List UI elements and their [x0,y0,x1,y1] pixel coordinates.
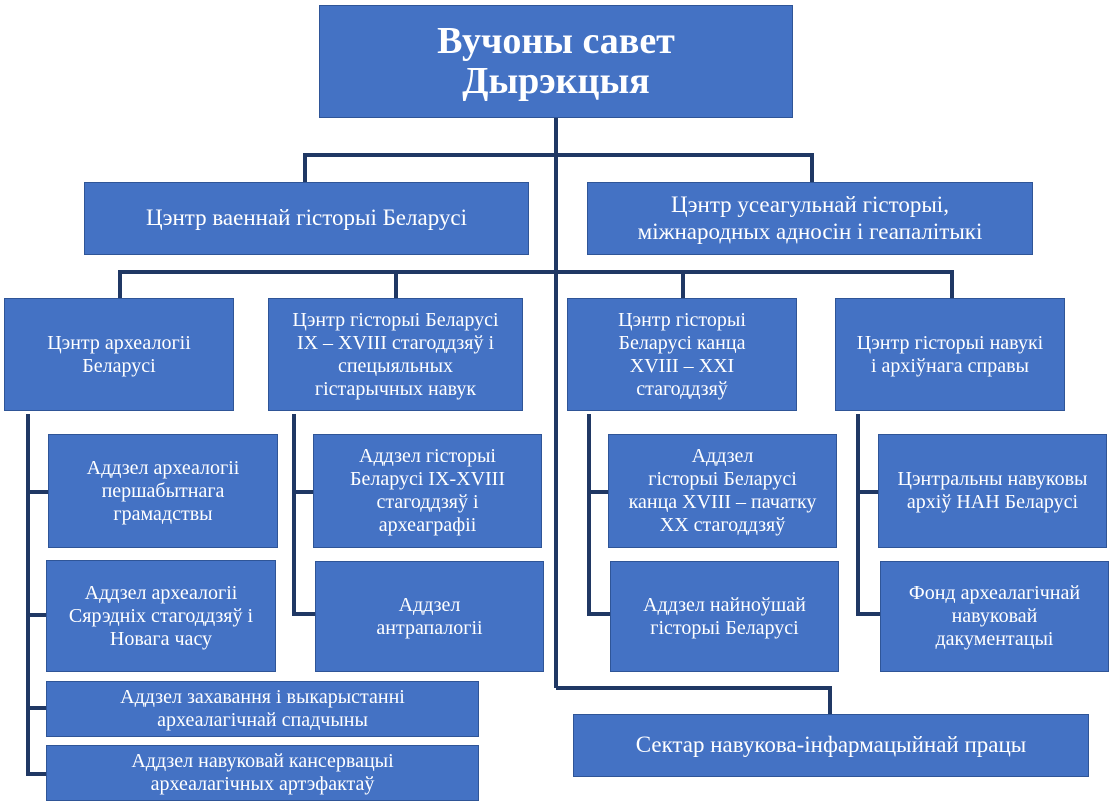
dept-modern-history: Аддзел найноўшай гісторыі Беларусі [610,561,839,672]
center-science-history: Цэнтр гісторыі навукі і архіўнага справы [835,298,1065,411]
dept-heritage-preservation: Аддзел захавання і выкарыстанні археалаг… [46,681,479,737]
dept-medieval-archaeology: Аддзел археалогіі Сярэдніх стагоддзяў і … [46,560,276,672]
center-archaeology: Цэнтр археалогіі Беларусі [4,298,234,411]
center-history-18-21: Цэнтр гісторыі Беларусі канца XVIII – XX… [567,298,797,411]
archaeological-documentation-fund: Фонд археалагічнай навуковай дакументацы… [880,561,1109,672]
dept-anthropology: Аддзел антрапалогіі [315,561,544,672]
dept-artifact-conservation: Аддзел навуковай кансервацыі археалагічн… [46,745,479,801]
root-box: Вучоны савет Дырэкцыя [319,5,793,118]
dept-history-18-20: Аддзел гісторыі Беларусі канца XVIII – п… [608,434,837,548]
center-general-history: Цэнтр усеагульнай гісторыі, міжнародных … [587,182,1033,255]
dept-primitive-archaeology: Аддзел археалогіі першабытнага грамадств… [48,434,278,548]
central-scientific-archive: Цэнтральны навуковы архіў НАН Беларусі [878,434,1107,548]
center-military-history: Цэнтр ваеннай гісторыі Беларусі [84,182,529,255]
sector-scientific-information: Сектар навукова-інфармацыйнай працы [573,714,1089,777]
center-history-9-18: Цэнтр гісторыі Беларусі IX – XVIII стаго… [268,298,523,411]
dept-history-9-18-archaeography: Аддзел гісторыі Беларусі IX-XVIII стагод… [313,434,542,548]
